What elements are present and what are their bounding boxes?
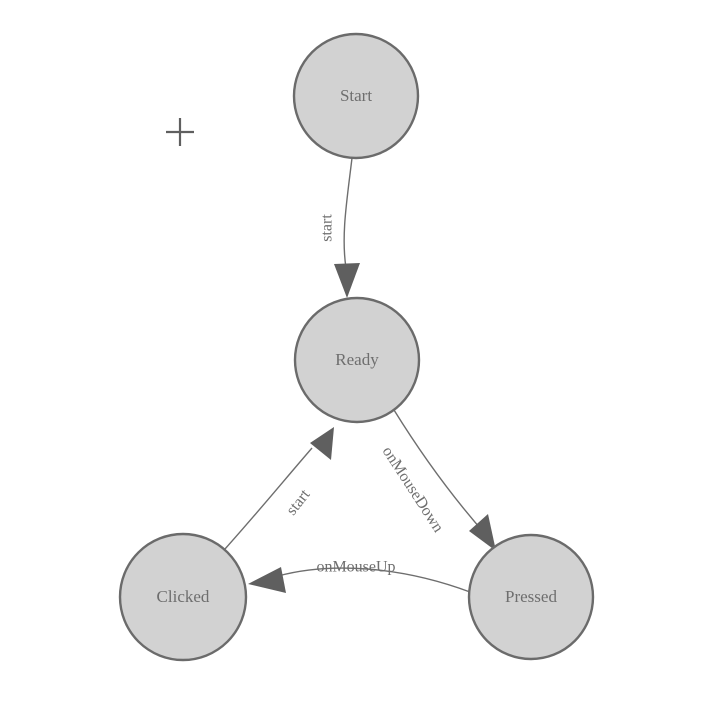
edge-ready-pressed-arrowhead [469,514,496,551]
edge-pressed-clicked-label: onMouseUp [316,559,395,576]
node-pressed[interactable]: Pressed [467,533,595,661]
node-pressed-circle[interactable] [467,533,595,661]
node-ready-label: Ready [335,350,379,369]
edge-pressed-clicked[interactable]: onMouseUp [248,559,471,593]
node-start-label: Start [340,86,372,105]
edge-pressed-clicked-path [277,567,471,593]
edge-ready-pressed-path [393,409,488,537]
edge-start-ready[interactable]: start [319,157,360,298]
node-clicked-label: Clicked [157,587,210,606]
edge-clicked-ready[interactable]: start [224,427,334,550]
edge-start-ready-label: start [319,214,336,242]
node-start[interactable]: Start [292,32,420,160]
edge-start-ready-path [343,157,353,269]
edge-pressed-clicked-arrowhead [248,567,286,593]
edge-ready-pressed-label: onMouseDown [379,444,447,536]
edge-clicked-ready-arrowhead [310,427,334,460]
node-ready[interactable]: Ready [293,296,421,424]
node-clicked[interactable]: Clicked [118,532,248,662]
crosshair-icon [166,118,194,146]
node-clicked-circle[interactable] [118,532,248,662]
edge-start-ready-arrowhead [334,263,360,298]
edge-ready-pressed[interactable]: onMouseDown [379,409,496,551]
node-start-circle[interactable] [292,32,420,160]
edge-clicked-ready-label: start [283,486,314,519]
node-pressed-label: Pressed [505,587,557,606]
edge-clicked-ready-path [224,447,313,550]
node-ready-circle[interactable] [293,296,421,424]
